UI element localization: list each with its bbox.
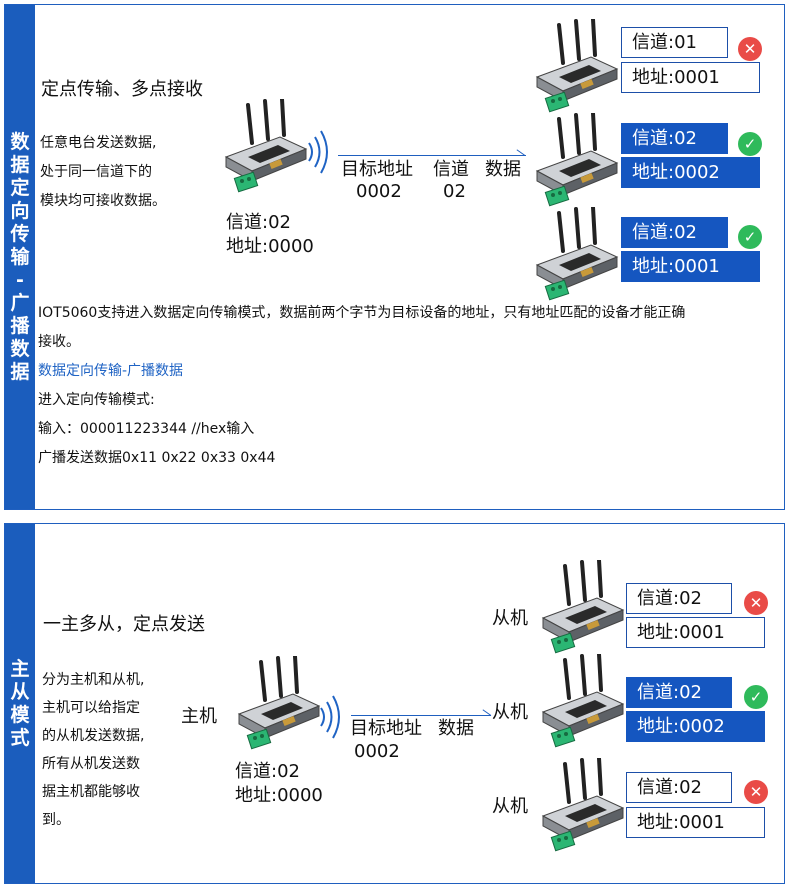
description: 任意电台发送数据, 处于同一信道下的 模块均可接收数据。 (40, 129, 166, 216)
signal-waves-icon (317, 692, 347, 742)
radio-device-icon (535, 560, 625, 656)
description-line: 到。 (42, 806, 144, 834)
side-label-char: - (16, 269, 24, 292)
receiver-channel: 信道:02 (621, 123, 728, 154)
body-text: IOT5060支持进入数据定向传输模式，数据前两个字节为目标设备的地址，只有地址… (38, 299, 778, 473)
radio-device-icon (529, 207, 619, 303)
side-label-broadcast: 数据定向传输-广播数据 (5, 5, 35, 509)
side-label-master-slave: 主从模式 (5, 524, 35, 883)
x-icon: ✕ (744, 591, 768, 615)
panel-master-slave: 主从模式 一主多从，定点发送 分为主机和从机, 主机可以给指定 的从机发送数据,… (4, 523, 785, 884)
packet-field-label: 数据 (485, 159, 521, 181)
side-label-char: 据 (10, 361, 29, 384)
radio-device-icon (529, 19, 619, 115)
body-line: 输入：000011223344 //hex输入 (38, 415, 778, 444)
receiver-channel: 信道:02 (626, 772, 732, 803)
description-line: 的从机发送数据, (42, 722, 144, 750)
receiver-address: 地址:0002 (621, 157, 760, 188)
slave-label: 从机 (492, 702, 528, 724)
packet-field-label: 数据 (438, 718, 474, 740)
radio-device-icon (218, 99, 308, 195)
description-line: 处于同一信道下的 (40, 158, 166, 187)
receiver-address: 地址:0002 (626, 711, 765, 742)
check-icon: ✓ (738, 225, 762, 249)
sender-channel: 信道:02 (235, 761, 300, 783)
side-label-char: 数 (10, 338, 29, 361)
radio-device-icon (535, 654, 625, 750)
packet-field-label: 目标地址 (350, 718, 422, 740)
description-line: 据主机都能够收 (42, 778, 144, 806)
description-line: 主机可以给指定 (42, 694, 144, 722)
packet-field-label: 信道 (433, 159, 469, 181)
check-icon: ✓ (744, 685, 768, 709)
body-line: 进入定向传输模式: (38, 386, 778, 415)
side-label-char: 向 (10, 200, 29, 223)
packet-field-value: 02 (443, 181, 466, 203)
receiver-channel: 信道:02 (621, 217, 728, 248)
side-label-char: 定 (10, 177, 29, 200)
section-link[interactable]: 数据定向传输-广播数据 (38, 357, 778, 386)
side-label-char: 广 (10, 292, 29, 315)
side-label-char: 从 (10, 681, 29, 704)
description-line: 任意电台发送数据, (40, 129, 166, 158)
receiver-address: 地址:0001 (621, 62, 760, 93)
side-label-char: 主 (10, 658, 29, 681)
side-label-char: 输 (10, 246, 29, 269)
sender-address: 地址:0000 (235, 785, 323, 807)
sender-channel: 信道:02 (226, 212, 291, 234)
description-line: 所有从机发送数 (42, 750, 144, 778)
check-icon: ✓ (738, 132, 762, 156)
receiver-channel: 信道:02 (626, 677, 732, 708)
slave-label: 从机 (492, 608, 528, 630)
side-label-char: 式 (10, 727, 29, 750)
receiver-address: 地址:0001 (626, 617, 765, 648)
side-label-char: 传 (10, 223, 29, 246)
body-line: IOT5060支持进入数据定向传输模式，数据前两个字节为目标设备的地址，只有地址… (38, 299, 778, 328)
description-line: 模块均可接收数据。 (40, 187, 166, 216)
master-label: 主机 (181, 706, 217, 728)
receiver-address: 地址:0001 (621, 251, 760, 282)
side-label-char: 数 (10, 131, 29, 154)
packet-field-value: 0002 (354, 741, 400, 763)
packet-field-label: 目标地址 (341, 159, 413, 181)
section-title: 定点传输、多点接收 (41, 75, 203, 101)
side-label-char: 模 (10, 704, 29, 727)
slave-label: 从机 (492, 796, 528, 818)
radio-device-icon (535, 758, 625, 854)
receiver-address: 地址:0001 (626, 807, 765, 838)
side-label-char: 据 (10, 154, 29, 177)
side-label-char: 播 (10, 315, 29, 338)
signal-waves-icon (305, 127, 335, 177)
packet-line (351, 715, 491, 716)
description-line: 分为主机和从机, (42, 666, 144, 694)
body-line: 广播发送数据0x11 0x22 0x33 0x44 (38, 444, 778, 473)
radio-device-icon (529, 113, 619, 209)
receiver-channel: 信道:02 (626, 583, 732, 614)
x-icon: ✕ (738, 37, 762, 61)
sender-address: 地址:0000 (226, 236, 314, 258)
body-line: 接收。 (38, 328, 778, 357)
packet-field-value: 0002 (356, 181, 402, 203)
packet-line (338, 155, 526, 156)
receiver-channel: 信道:01 (621, 27, 728, 58)
section-title: 一主多从，定点发送 (43, 610, 205, 636)
description: 分为主机和从机, 主机可以给指定 的从机发送数据, 所有从机发送数 据主机都能够… (42, 666, 144, 834)
x-icon: ✕ (744, 780, 768, 804)
panel-broadcast: 数据定向传输-广播数据 定点传输、多点接收 任意电台发送数据, 处于同一信道下的… (4, 4, 785, 510)
radio-device-icon (231, 656, 321, 752)
